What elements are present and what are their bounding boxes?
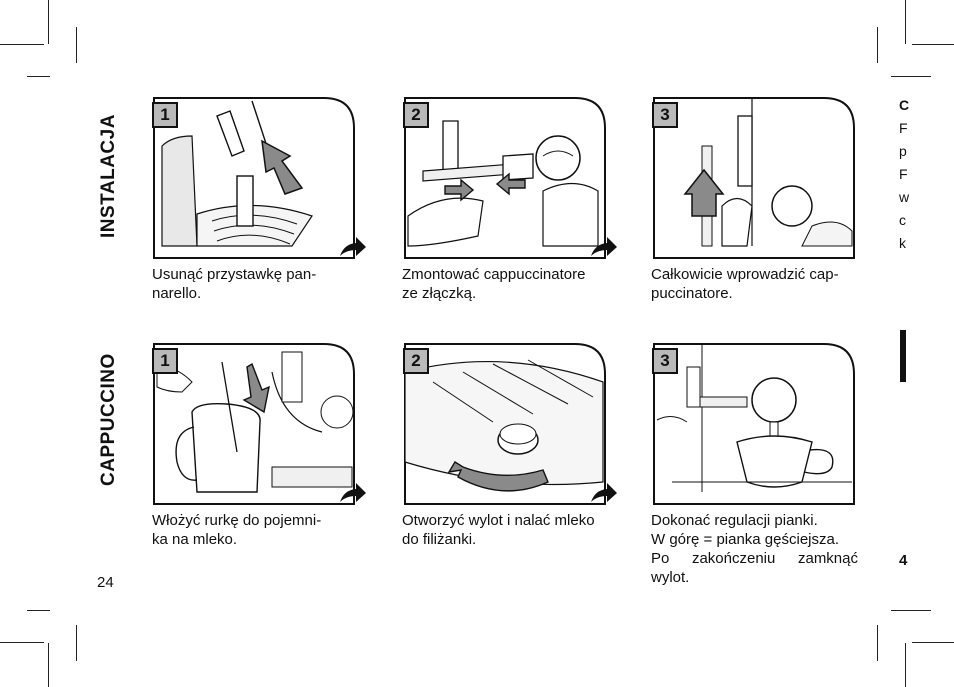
crop-mark [0, 642, 44, 643]
crop-mark [0, 44, 44, 45]
crop-mark [76, 625, 77, 661]
crop-mark [877, 27, 878, 63]
cappuccino-2-illustration [404, 343, 606, 505]
crop-mark [905, 0, 906, 44]
fragment-line: k [899, 235, 906, 251]
fragment-line: F [899, 166, 908, 182]
step-number-badge: 2 [403, 102, 429, 128]
install-1-illustration [153, 97, 355, 259]
next-step-arrow-icon [591, 237, 617, 256]
step-caption-install-2: Zmontować cappuccinatore ze złączką. [402, 266, 586, 302]
install-3-illustration [653, 97, 855, 259]
step-number-badge: 3 [652, 102, 678, 128]
next-step-arrow-icon [340, 237, 366, 256]
cappuccino-3-illustration [653, 343, 855, 505]
adjacent-page-fragment: C F p F w c k [899, 94, 954, 255]
section-heading-installation: INSTALACJA [98, 114, 119, 238]
crop-mark [48, 0, 49, 44]
crop-mark [912, 44, 954, 45]
fragment-line: w [899, 189, 910, 205]
crop-mark [877, 625, 878, 661]
crop-mark [891, 610, 931, 611]
step-number-badge: 1 [152, 102, 178, 128]
crop-mark [891, 76, 931, 77]
step-caption-cappuccino-1: Włożyć rurkę do pojemni- ka na mleko. [152, 512, 322, 548]
next-step-arrow-icon [340, 483, 366, 502]
fragment-line: F [899, 120, 908, 136]
next-step-arrow-icon [591, 483, 617, 502]
illustration-panel-install-2: 2 [403, 96, 606, 259]
cappuccino-1-illustration [153, 343, 355, 505]
illustration-panel-install-1: 1 [152, 96, 355, 259]
crop-mark [27, 610, 50, 611]
illustration-panel-cappuccino-1: 1 [152, 342, 355, 505]
crop-mark [76, 27, 77, 63]
step-caption-cappuccino-3: Dokonać regulacji pianki. W górę = piank… [651, 512, 858, 586]
step-number-badge: 2 [403, 348, 429, 374]
step-caption-install-3: Całkowicie wprowadzić cap- puccinatore. [651, 266, 839, 302]
fragment-line: p [899, 143, 907, 159]
illustration-panel-cappuccino-2: 2 [403, 342, 606, 505]
fragment-line: c [899, 212, 906, 228]
adjacent-page-number-fragment: 4 [899, 552, 908, 569]
step-number-badge: 1 [152, 348, 178, 374]
crop-mark [27, 76, 50, 77]
install-2-illustration [404, 97, 606, 259]
step-number-badge: 3 [652, 348, 678, 374]
adjacent-page-fragment-bar [900, 330, 906, 382]
crop-mark [905, 643, 906, 687]
crop-mark [912, 642, 954, 643]
crop-mark [48, 643, 49, 687]
section-heading-cappuccino: CAPPUCCINO [98, 353, 119, 486]
illustration-panel-install-3: 3 [652, 96, 855, 259]
page-number: 24 [97, 574, 114, 591]
step-caption-cappuccino-2: Otworzyć wylot i nalać mleko do filiżank… [402, 512, 595, 548]
illustration-panel-cappuccino-3: 3 [652, 342, 855, 505]
fragment-line: C [899, 97, 910, 113]
step-caption-install-1: Usunąć przystawkę pan- narello. [152, 266, 317, 302]
